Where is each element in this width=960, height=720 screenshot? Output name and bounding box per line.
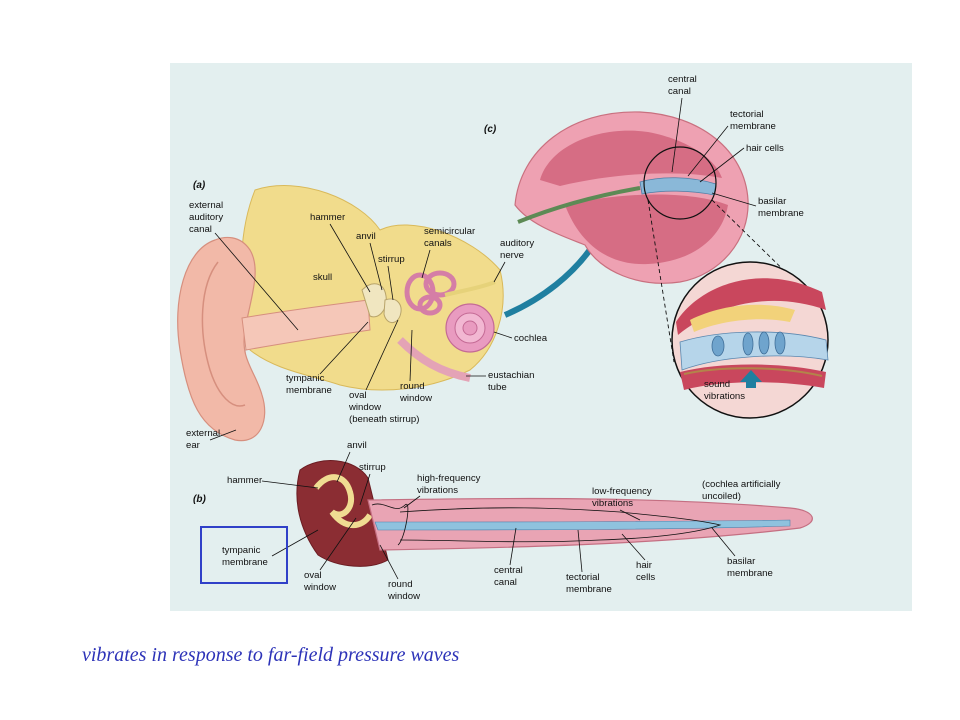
label-eustachian-tube: eustachian tube <box>488 370 537 393</box>
leader-cochlea <box>493 331 513 339</box>
label-round-window-a: round window <box>399 381 432 404</box>
leader-basilar-membrane-c <box>711 192 757 207</box>
stirrup-bone-shape <box>383 298 402 323</box>
leader-stirrup-b <box>359 473 371 506</box>
label-cochlea-artificially-uncoiled: (cochlea artificially uncoiled) <box>702 479 783 502</box>
label-anvil-a: anvil <box>356 231 376 242</box>
label-tectorial-membrane-c: tectorial membrane <box>730 109 776 132</box>
label-oval-window-b: oval window <box>303 570 336 593</box>
label-oval-window-a: oval window (beneath stirrup) <box>348 390 419 425</box>
label-sound-vibrations: sound vibrations <box>704 379 745 402</box>
leader-round-window-a <box>409 329 413 382</box>
leader-external-auditory-canal <box>214 232 299 331</box>
label-external-auditory-canal: external auditory canal <box>189 200 226 235</box>
label-semicircular-canals: semicircular canals <box>424 226 478 249</box>
panel-b-uncoiled-cochlea: (b) anvil hammer stirrup high-frequency … <box>193 440 813 602</box>
label-hair-cells-b: hair cells <box>636 560 655 583</box>
inner-pinna-fold <box>201 261 246 407</box>
lower-chamber-shape <box>565 194 728 265</box>
panel-c-tag: (c) <box>484 124 497 135</box>
leader-tympanic-membrane-a <box>319 321 369 375</box>
label-cochlea: cochlea <box>514 333 548 344</box>
panel-c-cochlea-section: (c) <box>484 74 829 419</box>
semicircular-canals-shape <box>404 270 457 316</box>
leader-semicircular-canals <box>421 249 431 279</box>
tympanic-membrane-highlight-box <box>200 526 288 584</box>
leader-tympanic-membrane-b <box>271 529 319 557</box>
leader-high-frequency-vibrations <box>403 495 421 509</box>
label-central-canal-b: central canal <box>494 565 525 588</box>
vibration-wave-low <box>399 507 722 543</box>
leader-hammer-a <box>329 223 371 293</box>
ossicles-b-shape <box>313 474 373 529</box>
leader-central-canal-c <box>671 97 683 173</box>
leader-auditory-nerve <box>493 261 506 283</box>
eustachian-tube-shape <box>397 337 471 382</box>
label-low-frequency-vibrations: low-frequency vibrations <box>592 486 654 509</box>
label-basilar-membrane-b: basilar membrane <box>727 556 773 579</box>
label-hammer-b: hammer <box>227 475 263 486</box>
slide-caption: vibrates in response to far-field pressu… <box>82 644 460 666</box>
label-anvil-b: anvil <box>347 440 367 451</box>
panel-a-tag: (a) <box>193 180 206 191</box>
cochlea-spiral-shape <box>445 303 495 353</box>
leader-round-window-b <box>379 544 399 580</box>
label-stirrup-b: stirrup <box>359 462 386 473</box>
cochlear-nerve-shape <box>517 186 641 224</box>
label-tectorial-membrane-b: tectorial membrane <box>566 572 612 595</box>
label-tympanic-membrane-a: tympanic membrane <box>286 373 332 396</box>
label-basilar-membrane-c: basilar membrane <box>758 196 804 219</box>
leader-hair-cells-b <box>621 533 646 561</box>
leader-oval-window-b <box>319 517 357 571</box>
vibration-wave-high <box>371 503 409 546</box>
leader-oval-window-a <box>365 319 399 391</box>
outer-ear-pinna-shape <box>177 236 266 442</box>
hammer-bone-shape <box>361 283 387 318</box>
label-auditory-nerve: auditory nerve <box>500 238 537 261</box>
auditory-canal-shape <box>241 299 371 351</box>
leader-tectorial-membrane-c <box>687 125 729 177</box>
label-central-canal-c: central canal <box>668 74 699 97</box>
zoom-guide-left <box>647 199 675 363</box>
label-high-frequency-vibrations: high-frequency vibrations <box>417 473 483 496</box>
label-tympanic-membrane-b: tympanic membrane <box>222 545 268 568</box>
leader-low-frequency-vibrations <box>619 509 641 521</box>
leader-hair-cells-c <box>699 147 745 183</box>
label-skull: skull <box>313 272 332 283</box>
focus-circle <box>643 146 717 220</box>
sound-vibration-arrow <box>740 370 762 388</box>
magnified-hair-cells <box>671 261 829 419</box>
leader-anvil-b <box>336 451 351 483</box>
label-stirrup-a: stirrup <box>378 254 405 265</box>
leader-central-canal-b <box>509 527 517 566</box>
leader-basilar-membrane-b <box>711 527 736 557</box>
label-external-ear: external ear <box>186 428 223 451</box>
upper-chamber-shape <box>540 130 722 186</box>
panel-a-ear-cross-section: (a) external auditory canal hammer anvil… <box>177 180 610 451</box>
basilar-membrane-strip <box>374 519 791 531</box>
leader-stirrup-a <box>387 265 394 301</box>
panel-b-tag: (b) <box>193 494 206 505</box>
label-hammer-a: hammer <box>310 212 346 223</box>
leader-hammer-b <box>261 480 319 489</box>
label-hair-cells-c: hair cells <box>746 143 784 154</box>
auditory-nerve-shape <box>444 280 496 297</box>
zoom-guide-right <box>711 199 807 293</box>
leader-tectorial-membrane-b <box>577 529 583 573</box>
label-round-window-b: round window <box>387 579 420 602</box>
leader-external-ear <box>209 429 237 441</box>
leader-anvil-a <box>369 242 383 291</box>
